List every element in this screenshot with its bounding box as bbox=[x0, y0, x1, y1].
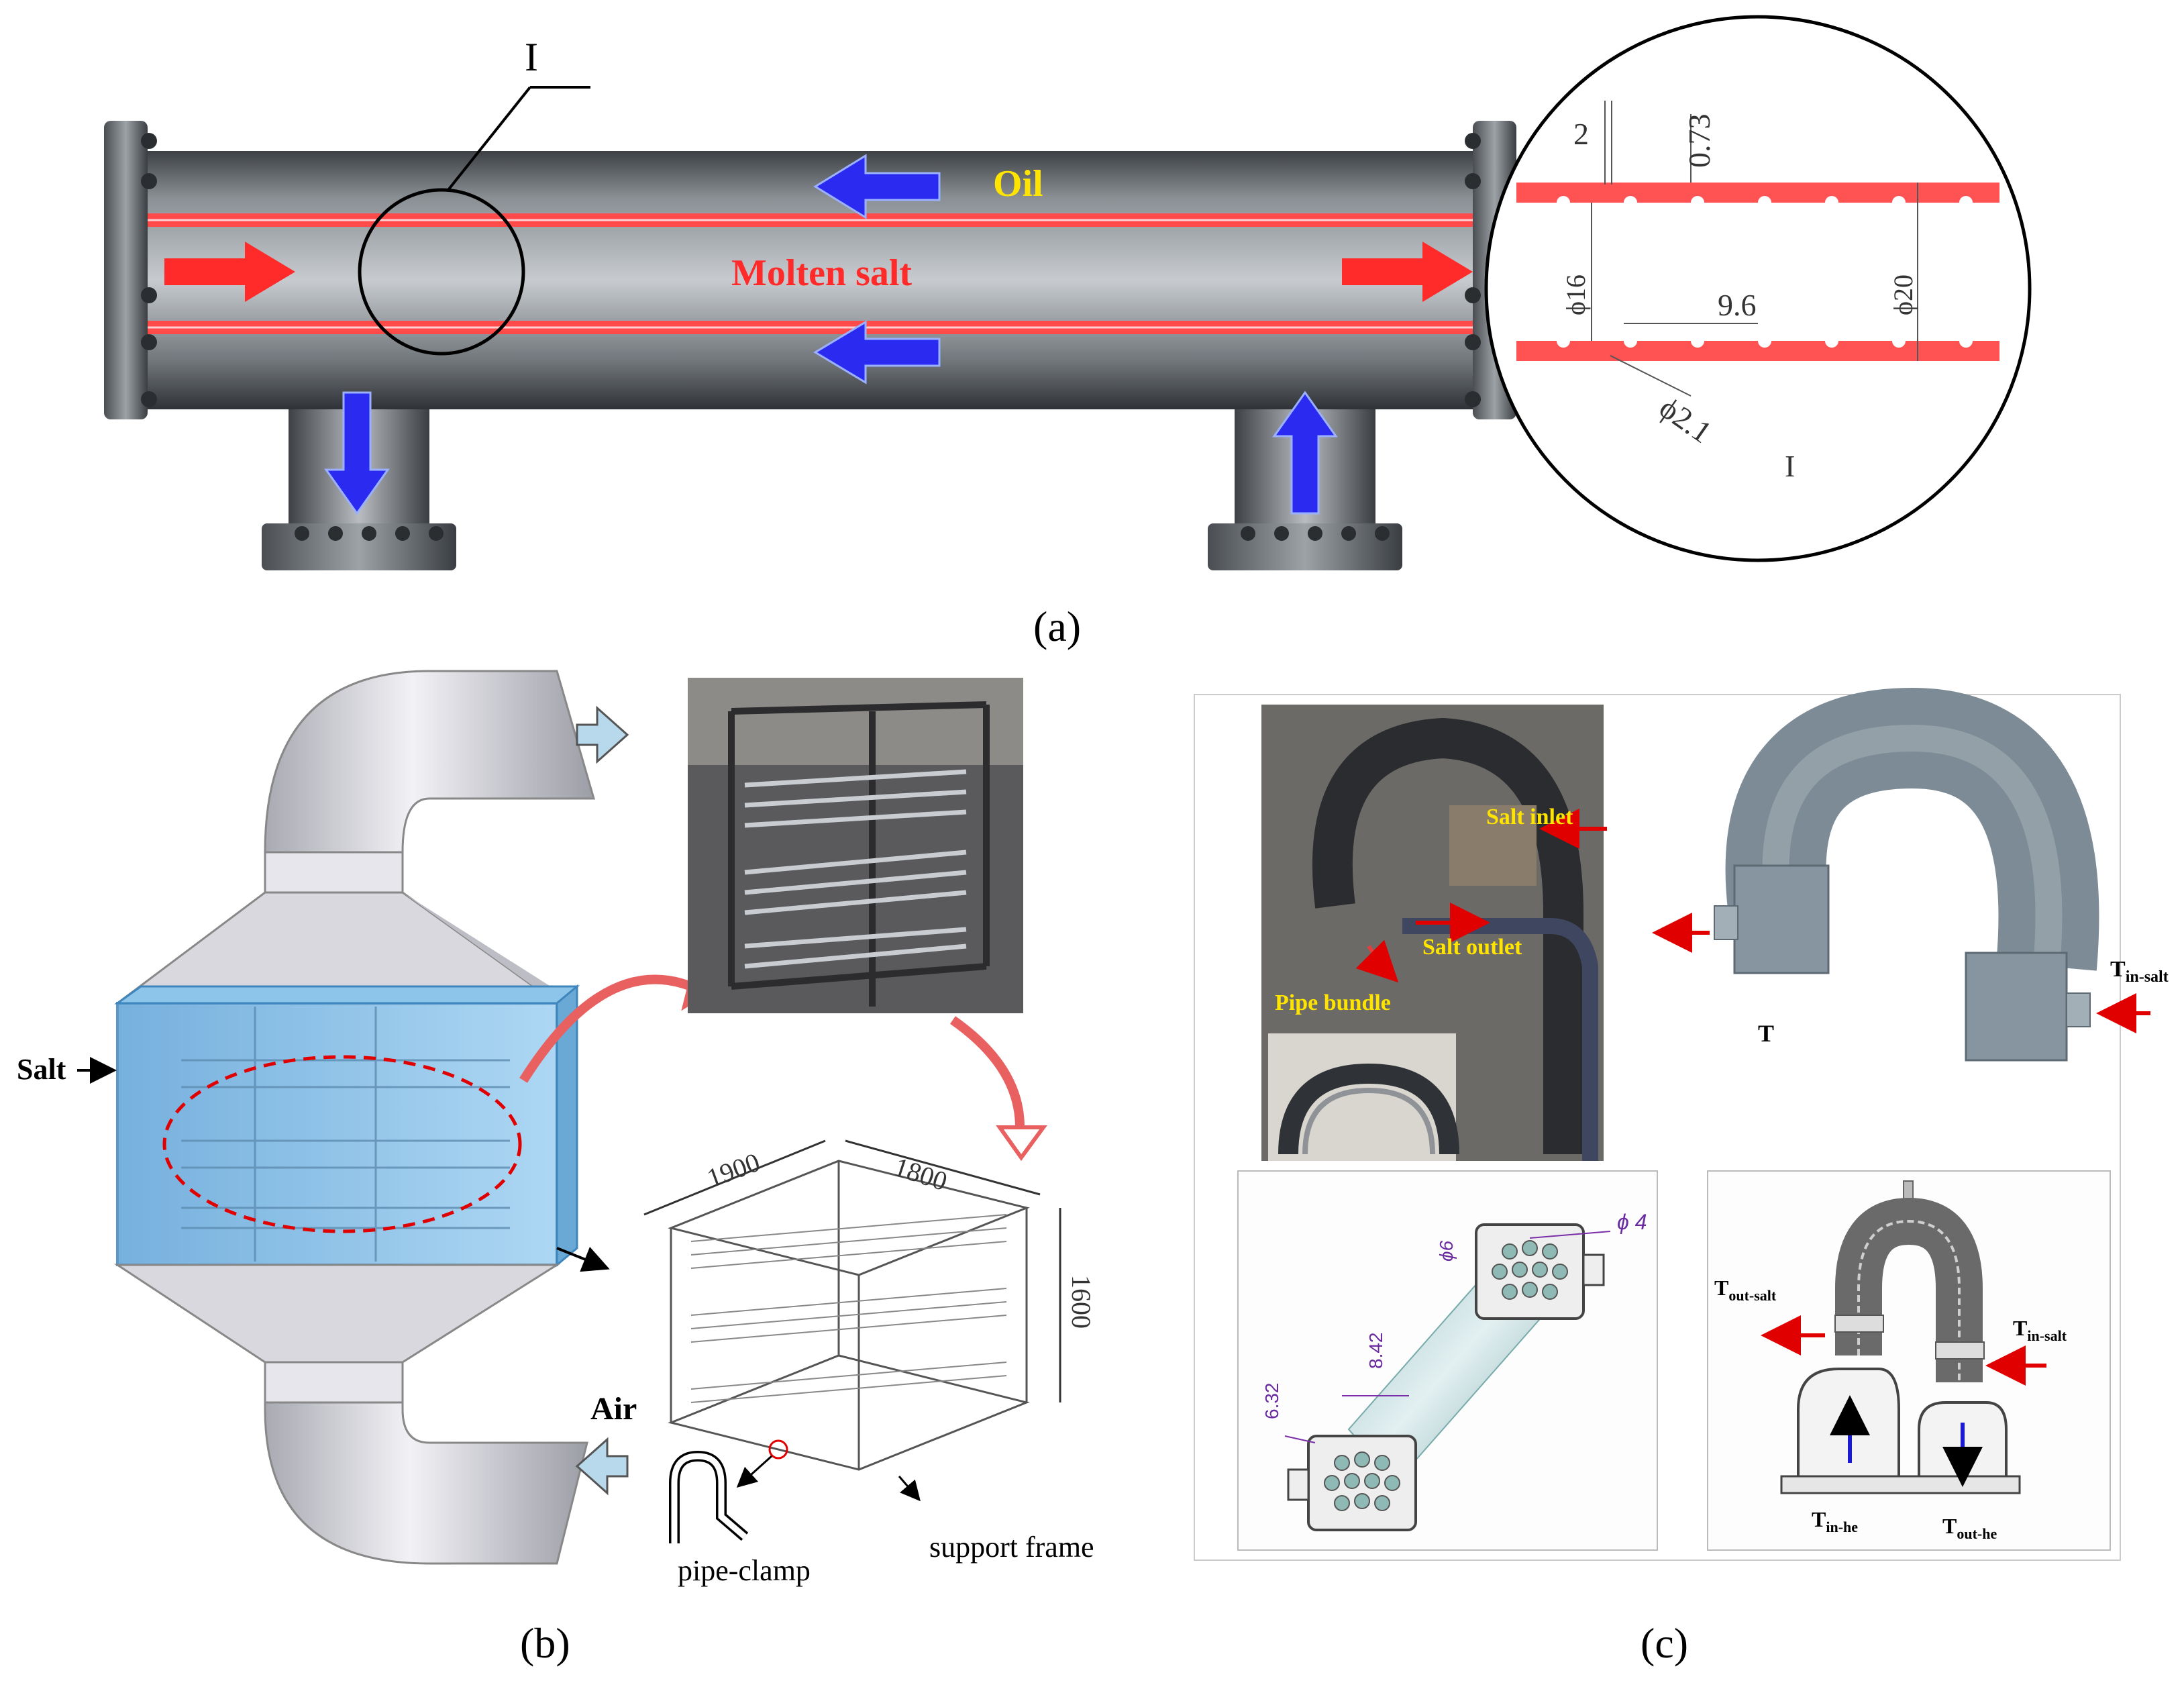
highlight-ellipse bbox=[162, 1055, 522, 1233]
right-leg-flange bbox=[1208, 523, 1402, 570]
dim-height: 1600 bbox=[1066, 1275, 1096, 1329]
air-in-arrow bbox=[575, 1437, 629, 1496]
salt-inlet-arrow bbox=[164, 242, 295, 302]
sec-t-in-he: Tin-he bbox=[1812, 1507, 1858, 1535]
model-t-in-salt-sub: in-salt bbox=[2126, 968, 2169, 986]
sec-t-in-salt: Tin-salt bbox=[2013, 1316, 2067, 1344]
caption-a: (a) bbox=[1033, 603, 1081, 650]
bottom-elbow bbox=[264, 1401, 588, 1565]
main-shell bbox=[138, 151, 1483, 409]
u-tube-photo bbox=[1261, 705, 1604, 1161]
top-elbow bbox=[264, 670, 595, 857]
panel-c: Salt inlet Salt outlet Pipe bundle Tin-s… bbox=[1194, 687, 2169, 1667]
sec-t-in-salt-sub: in-salt bbox=[2027, 1327, 2067, 1344]
panel-a: Oil Molten salt I 2 bbox=[104, 15, 2032, 650]
oil-inlet-arrow bbox=[1272, 391, 1338, 515]
pipe-clamp-label: pipe-clamp bbox=[678, 1554, 811, 1587]
oil-arrow-top bbox=[813, 154, 941, 219]
heat-exchanger-box bbox=[116, 1002, 558, 1266]
dim-6-32: 6.32 bbox=[1261, 1383, 1282, 1420]
photo-pipe-bundle: Pipe bundle bbox=[1275, 990, 1391, 1015]
dim-inner-diameter: ϕ16 bbox=[1561, 274, 1591, 315]
model-t-in-salt: Tin-salt bbox=[2110, 957, 2169, 986]
dim-width: 1900 bbox=[703, 1147, 764, 1194]
sec-t-in-he-sub: in-he bbox=[1826, 1519, 1858, 1535]
detail-view-label: I bbox=[1785, 449, 1795, 483]
sec-t-out-salt-sub: out-salt bbox=[1728, 1287, 1777, 1304]
dim-outer-diameter: ϕ20 bbox=[1888, 274, 1918, 315]
oil-outlet-arrow bbox=[324, 391, 390, 515]
left-end-flange bbox=[104, 121, 148, 419]
sec-t-in-he-main: T bbox=[1812, 1507, 1826, 1531]
sec-t-out-salt: Tout-salt bbox=[1714, 1276, 1777, 1304]
sec-t-out-he: Tout-he bbox=[1942, 1514, 1997, 1542]
dim-pitch: 9.6 bbox=[1718, 288, 1757, 322]
dim-groove-depth: 0.73 bbox=[1682, 114, 1716, 168]
model-t-label: T bbox=[1758, 1020, 1774, 1047]
sec-t-out-he-main: T bbox=[1942, 1514, 1957, 1538]
oil-label: Oil bbox=[993, 163, 1043, 205]
pipe-section-drawing bbox=[1284, 1223, 1611, 1531]
salt-outlet-arrow bbox=[1342, 242, 1473, 302]
u-tube-3d-model bbox=[1714, 687, 2099, 1062]
dim-depth: 1800 bbox=[890, 1151, 951, 1197]
panel-b: Air Salt bbox=[17, 670, 1096, 1667]
frame-photo bbox=[688, 678, 1023, 1013]
model-t-in-salt-main: T bbox=[2110, 957, 2126, 982]
caption-c: (c) bbox=[1641, 1619, 1688, 1667]
left-leg-flange bbox=[262, 523, 456, 570]
photo-salt-outlet: Salt outlet bbox=[1422, 935, 1522, 960]
dim-groove-pitch: 2 bbox=[1573, 117, 1589, 151]
air-label: Air bbox=[590, 1391, 637, 1427]
sec-t-in-salt-main: T bbox=[2013, 1316, 2027, 1340]
caption-b: (b) bbox=[520, 1619, 570, 1667]
oil-arrow-bottom bbox=[813, 320, 941, 385]
dim-phi-6: ϕ6 bbox=[1436, 1240, 1457, 1262]
salt-label: Salt bbox=[17, 1053, 66, 1086]
frame-drawing bbox=[643, 1139, 1061, 1471]
dim-8-42: 8.42 bbox=[1365, 1333, 1386, 1370]
molten-salt-label: Molten salt bbox=[731, 252, 912, 294]
detail-marker-label: I bbox=[525, 35, 538, 79]
detail-view: 2 0.73 ϕ16 ϕ20 9.6 ϕ2.1 I bbox=[1484, 15, 2032, 562]
support-frame-label: support frame bbox=[929, 1531, 1094, 1564]
detail-marker-circle bbox=[358, 188, 525, 356]
sec-t-out-salt-main: T bbox=[1714, 1276, 1728, 1300]
air-out-arrow bbox=[576, 705, 629, 764]
sec-t-out-he-sub: out-he bbox=[1957, 1525, 1997, 1542]
photo-salt-inlet: Salt inlet bbox=[1486, 805, 1573, 829]
dim-phi-4: ϕ 4 bbox=[1617, 1210, 1647, 1234]
